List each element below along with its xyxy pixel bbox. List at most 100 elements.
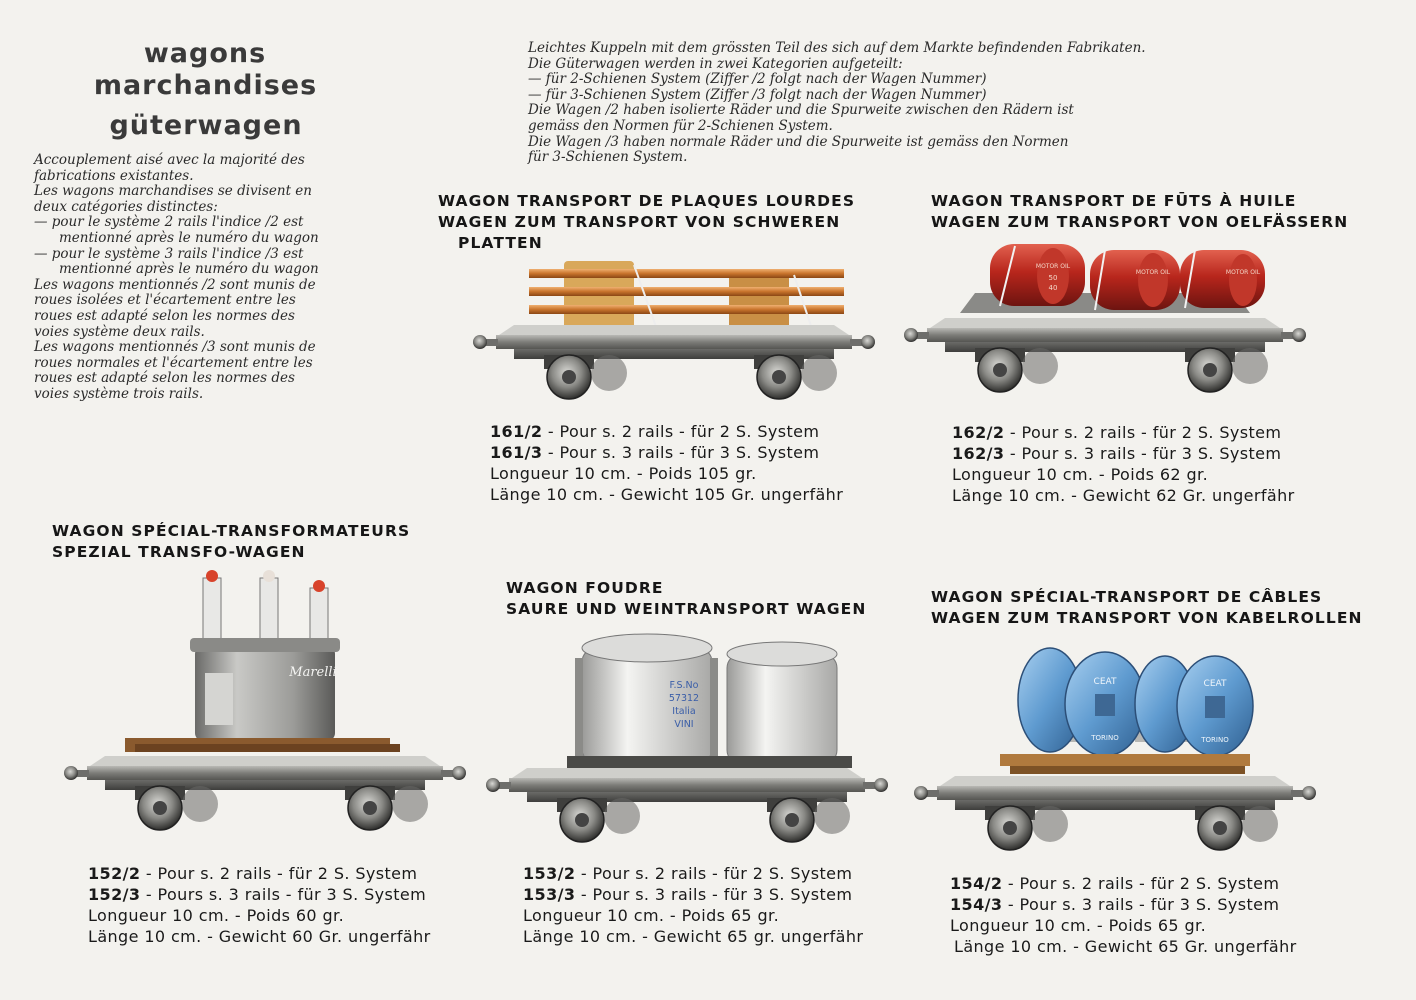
intro-fr-line: roues normales et l'écartement entre les <box>34 354 313 371</box>
intro-fr-line: — pour le système 3 rails l'indice /3 es… <box>34 245 304 262</box>
barrel-label: MOTOR OIL <box>1226 269 1261 276</box>
intro-de-line: Die Wagen /3 haben normale Räder und die… <box>528 133 1069 150</box>
reel-label: CEAT <box>1094 677 1117 687</box>
title-line: WAGON SPÉCIAL-TRANSPORT DE CÂBLES <box>931 588 1323 606</box>
intro-german: Leichtes Kuppeln mit dem grössten Teil d… <box>528 40 1146 166</box>
intro-de-line: gemäss den Normen für 2-Schienen System. <box>528 117 833 134</box>
product-specs-cable-reels: 154/2 - Pour s. 2 rails - für 2 S. Syste… <box>950 873 1297 957</box>
intro-de-line: Die Güterwagen werden in zwei Kategorien… <box>528 55 903 72</box>
length-weight-fr: Longueur 10 cm. - Poids 65 gr. <box>523 906 780 925</box>
product-specs-oil-drums: 162/2 - Pour s. 2 rails - für 2 S. Syste… <box>952 422 1295 506</box>
product-title-oil-drums: WAGON TRANSPORT DE FŪTS À HUILE WAGEN ZU… <box>931 191 1348 233</box>
product-number: 162/3 <box>952 444 1005 463</box>
intro-fr-line: roues est adapté selon les normes des <box>34 307 295 324</box>
intro-fr-line: mentionné après le numéro du wagon <box>59 229 319 246</box>
product-specs-transformer: 152/2 - Pour s. 2 rails - für 2 S. Syste… <box>88 863 431 947</box>
intro-fr-line: Accouplement aisé avec la majorité des <box>34 152 305 168</box>
rail-info: - Pour s. 2 rails - für 2 S. System <box>1002 874 1280 893</box>
intro-de-line: Leichtes Kuppeln mit dem grössten Teil d… <box>528 40 1146 56</box>
length-weight-de: Länge 10 cm. - Gewicht 65 gr. ungerfähr <box>523 927 864 946</box>
reel-label: CEAT <box>1204 679 1227 689</box>
transformer-icon: Marelli <box>125 570 400 752</box>
intro-de-line: — für 3-Schienen System (Ziffer /3 folgt… <box>528 86 987 103</box>
rail-info: - Pour s. 3 rails - für 3 S. System <box>1004 444 1282 463</box>
product-specs-wine-tank: 153/2 - Pour s. 2 rails - für 2 S. Syste… <box>523 863 863 947</box>
product-number: 162/2 <box>952 423 1005 442</box>
length-weight-de: Länge 10 cm. - Gewicht 65 Gr. ungerfähr <box>954 937 1297 956</box>
intro-fr-line: roues isolées et l'écartement entre les <box>34 292 296 309</box>
intro-fr-line: Les wagons mentionnés /3 sont munis de <box>34 339 316 356</box>
tank-label: F.S.No <box>670 680 699 691</box>
intro-fr-line: deux catégories distinctes: <box>34 198 218 215</box>
oil-barrel-icon: MOTOR OIL MOTOR OIL MOTOR OIL 50 40 <box>990 244 1265 311</box>
product-number: 153/2 <box>523 864 576 883</box>
cable-reel-icon: CEAT CEAT TORINO TORINO <box>1000 647 1254 774</box>
intro-fr-line: Les wagons mentionnés /2 sont munis de <box>34 276 316 293</box>
product-number: 154/2 <box>950 874 1003 893</box>
page-title-line-2: marchandises <box>93 70 318 101</box>
barrel-label: 40 <box>1049 284 1058 292</box>
reel-label: TORINO <box>1200 736 1229 744</box>
title-line: SAURE UND WEINTRANSPORT WAGEN <box>506 600 867 618</box>
cable-reels-wagon-image: CEAT CEAT TORINO TORINO <box>913 647 1317 851</box>
title-line: WAGON TRANSPORT DE PLAQUES LOURDES <box>438 192 856 210</box>
tank-label: VINI <box>674 719 693 730</box>
title-line: WAGEN ZUM TRANSPORT VON SCHWEREN <box>438 213 841 231</box>
rail-info: - Pour s. 2 rails - für 2 S. System <box>140 864 418 883</box>
oil-drums-wagon-image: MOTOR OIL MOTOR OIL MOTOR OIL 50 40 <box>903 244 1307 393</box>
rail-info: - Pour s. 3 rails - für 3 S. System <box>542 443 820 462</box>
rail-info: - Pours s. 3 rails - für 3 S. System <box>140 885 427 904</box>
title-line: WAGON FOUDRE <box>506 579 664 597</box>
product-title-transformer: WAGON SPÉCIAL-TRANSFORMATEURS SPEZIAL TR… <box>52 521 410 563</box>
reel-label: TORINO <box>1090 734 1119 742</box>
intro-fr-line: voies système deux rails. <box>34 323 205 340</box>
product-number: 161/3 <box>490 443 543 462</box>
product-specs-plates: 161/2 - Pour s. 2 rails - für 2 S. Syste… <box>490 421 843 505</box>
length-weight-fr: Longueur 10 cm. - Poids 65 gr. <box>950 916 1207 935</box>
product-title-wine-tank: WAGON FOUDRE SAURE UND WEINTRANSPORT WAG… <box>506 578 866 620</box>
barrel-label: 50 <box>1049 274 1058 282</box>
length-weight-de: Länge 10 cm. - Gewicht 105 Gr. ungerfähr <box>490 485 844 504</box>
rail-info: - Pour s. 3 rails - für 3 S. System <box>1002 895 1280 914</box>
title-line: WAGON SPÉCIAL-TRANSFORMATEURS <box>52 522 411 540</box>
length-weight-fr: Longueur 10 cm. - Poids 62 gr. <box>952 465 1209 484</box>
intro-fr-line: fabrications existantes. <box>34 167 194 184</box>
title-line: WAGEN ZUM TRANSPORT VON KABELROLLEN <box>931 609 1363 627</box>
plates-wagon-image <box>472 261 876 400</box>
intro-de-line: für 3-Schienen System. <box>528 149 688 166</box>
wine-tank-wagon-image: F.S.No 57312 Italia VINI <box>485 633 889 843</box>
rail-info: - Pour s. 3 rails - für 3 S. System <box>575 885 853 904</box>
intro-de-line: Die Wagen /2 haben isolierte Räder und d… <box>528 102 1074 119</box>
tank-label: Italia <box>672 706 695 717</box>
title-line: SPEZIAL TRANSFO-WAGEN <box>52 543 306 561</box>
product-title-plates: WAGON TRANSPORT DE PLAQUES LOURDES WAGEN… <box>438 191 855 254</box>
intro-fr-line: roues est adapté selon les normes des <box>34 370 295 387</box>
rail-info: - Pour s. 2 rails - für 2 S. System <box>1004 423 1282 442</box>
product-number: 152/2 <box>88 864 141 883</box>
title-line: WAGEN ZUM TRANSPORT VON OELFÄSSERN <box>931 213 1349 231</box>
page-title-line-3: güterwagen <box>109 110 303 141</box>
length-weight-fr: Longueur 10 cm. - Poids 60 gr. <box>88 906 345 925</box>
tank-label: 57312 <box>669 693 699 704</box>
intro-french: Accouplement aisé avec la majorité des f… <box>34 152 319 403</box>
length-weight-fr: Longueur 10 cm. - Poids 105 gr. <box>490 464 757 483</box>
heavy-plates-icon <box>529 261 844 336</box>
wine-tank-icon: F.S.No 57312 Italia VINI <box>567 633 852 768</box>
transformer-wagon-image: Marelli <box>63 570 467 831</box>
page-title-line-1: wagons <box>143 38 267 69</box>
intro-fr-line: — pour le système 2 rails l'indice /2 es… <box>34 214 304 231</box>
product-title-cable-reels: WAGON SPÉCIAL-TRANSPORT DE CÂBLES WAGEN … <box>931 587 1363 629</box>
barrel-label: MOTOR OIL <box>1136 269 1171 276</box>
rail-info: - Pour s. 2 rails - für 2 S. System <box>542 422 820 441</box>
product-number: 153/3 <box>523 885 576 904</box>
intro-fr-line: mentionné après le numéro du wagon <box>59 261 319 278</box>
product-number: 154/3 <box>950 895 1003 914</box>
title-line: WAGON TRANSPORT DE FŪTS À HUILE <box>931 192 1297 210</box>
intro-fr-line: voies système trois rails. <box>34 385 204 402</box>
intro-de-line: — für 2-Schienen System (Ziffer /2 folgt… <box>528 71 987 88</box>
length-weight-de: Länge 10 cm. - Gewicht 60 Gr. ungerfähr <box>88 927 431 946</box>
length-weight-de: Länge 10 cm. - Gewicht 62 Gr. ungerfähr <box>952 486 1295 505</box>
intro-fr-line: Les wagons marchandises se divisent en <box>34 183 312 200</box>
transformer-brand: Marelli <box>288 665 336 680</box>
product-number: 161/2 <box>490 422 543 441</box>
